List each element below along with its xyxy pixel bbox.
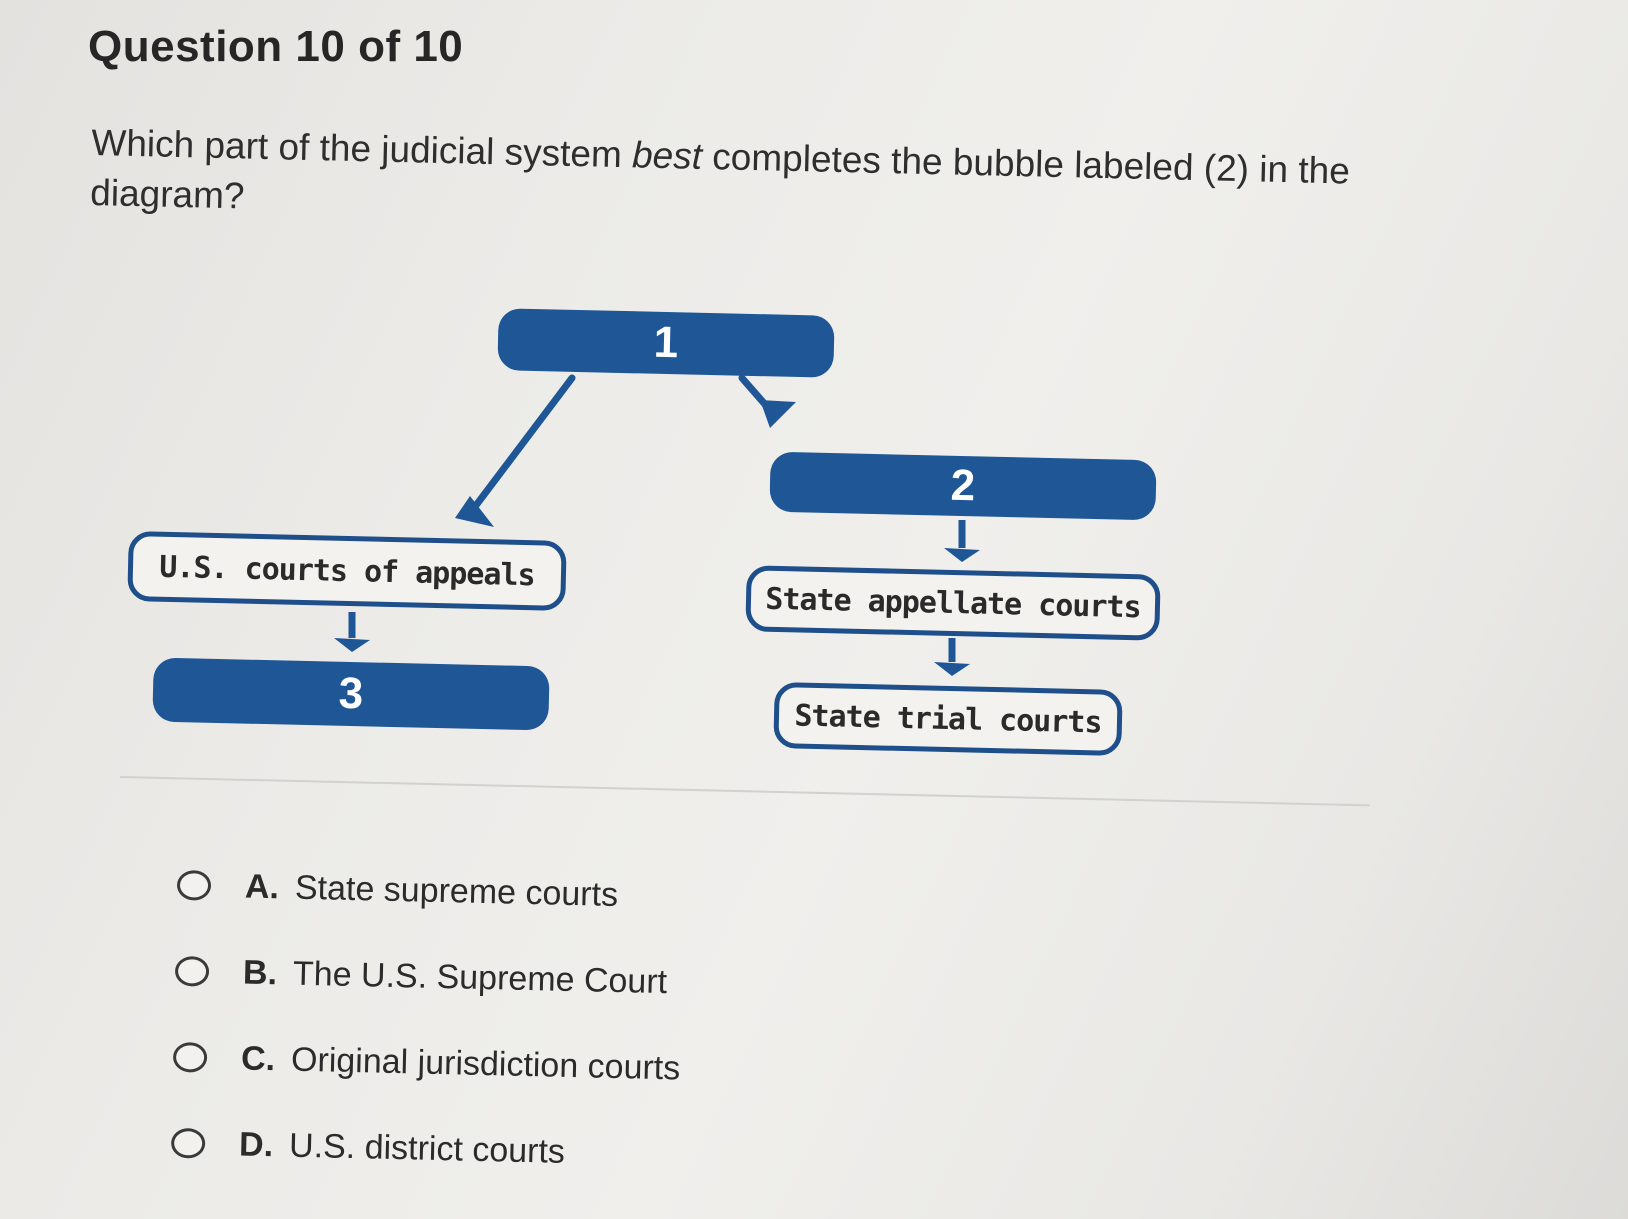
option-letter: A.	[244, 867, 280, 906]
option-text: U.S. district courts	[288, 1126, 566, 1171]
option-text: The U.S. Supreme Court	[292, 954, 668, 1001]
arrowhead-icon	[455, 496, 494, 527]
us-courts-of-appeals-node: U.S. courts of appeals	[127, 531, 567, 611]
arrowhead-icon	[944, 548, 980, 562]
option-text: State supreme courts	[294, 868, 619, 914]
arrowhead-icon	[760, 400, 796, 428]
option-letter: D.	[238, 1124, 274, 1164]
state-appellate-courts-node: State appellate courts	[745, 565, 1161, 641]
radio-button-icon[interactable]	[176, 869, 212, 901]
radio-button-icon[interactable]	[170, 1127, 206, 1159]
option-d[interactable]: D. U.S. district courts	[170, 1100, 679, 1197]
option-c[interactable]: C. Original jurisdiction courts	[172, 1014, 681, 1111]
connector-arrow	[470, 374, 576, 512]
diagram-node-3: 3	[152, 657, 550, 731]
option-text: Original jurisdiction courts	[290, 1040, 681, 1087]
radio-button-icon[interactable]	[172, 1041, 208, 1073]
option-a[interactable]: A. State supreme courts	[176, 842, 685, 939]
state-trial-courts-node: State trial courts	[773, 682, 1123, 756]
diagram-node-2: 2	[769, 451, 1157, 521]
arrowhead-icon	[334, 638, 370, 652]
radio-button-icon[interactable]	[174, 955, 210, 987]
option-b[interactable]: B. The U.S. Supreme Court	[174, 928, 683, 1025]
option-letter: B.	[242, 953, 278, 992]
question-header: Question 10 of 10	[88, 22, 464, 71]
option-letter: C.	[240, 1038, 276, 1078]
answer-options: A. State supreme courts B. The U.S. Supr…	[170, 842, 685, 1197]
diagram-node-1: 1	[497, 308, 835, 378]
arrowhead-icon	[934, 662, 970, 676]
